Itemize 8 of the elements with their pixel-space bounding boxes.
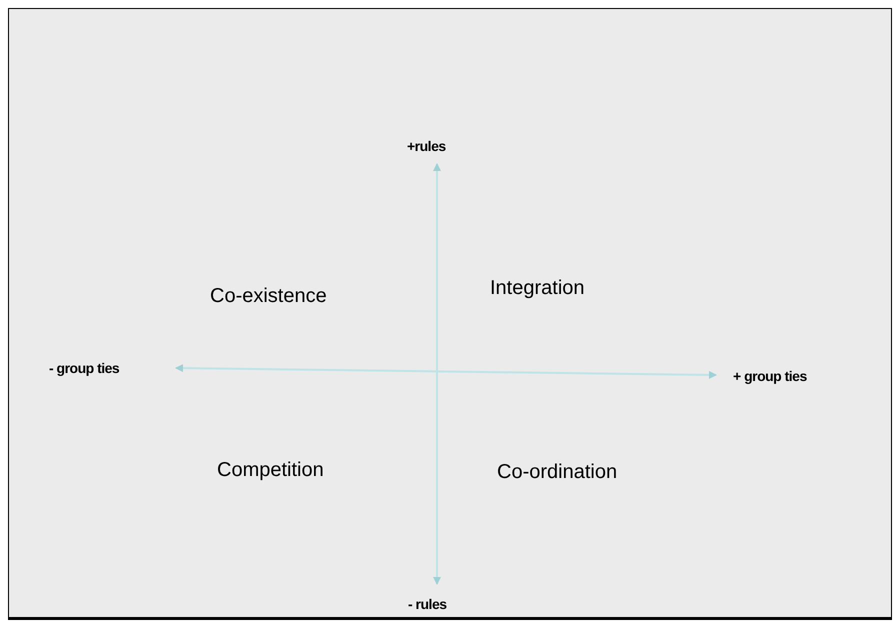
- quadrant-label: Competition: [217, 459, 324, 482]
- axis-label: + group ties: [733, 368, 807, 384]
- axis-label: +rules: [407, 138, 446, 154]
- quadrant-label: Co-ordination: [497, 461, 618, 484]
- quadrant-label: Co-existence: [210, 285, 327, 308]
- axis-label: - rules: [408, 596, 447, 612]
- quadrant-label: Integration: [490, 277, 585, 300]
- axis-label: - group ties: [49, 360, 120, 376]
